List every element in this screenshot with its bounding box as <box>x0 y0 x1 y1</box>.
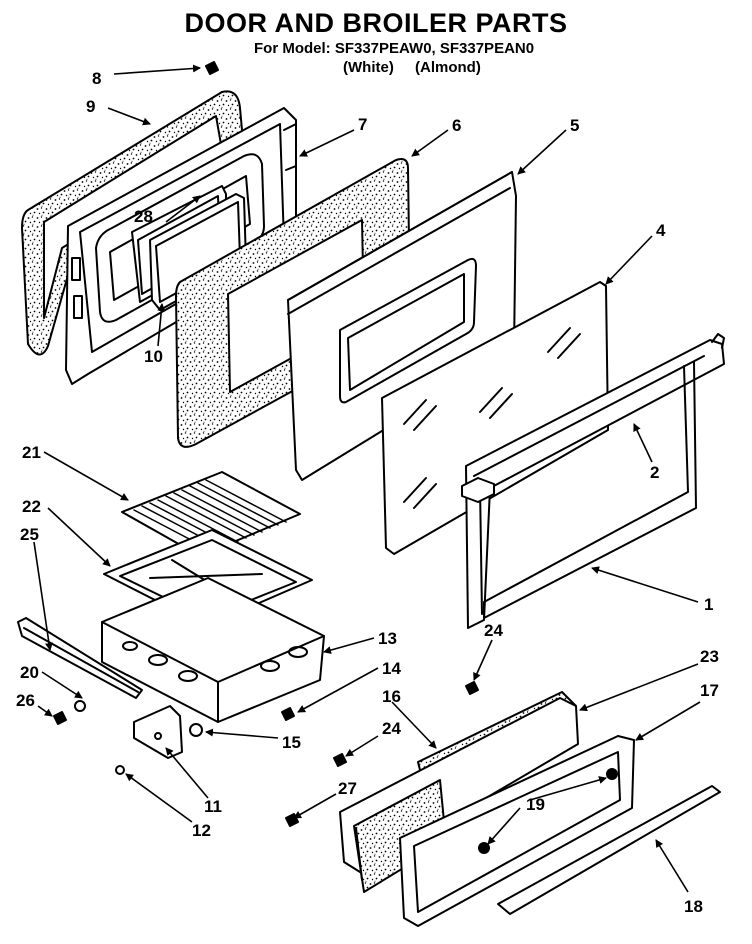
callout-18: 18 <box>684 897 703 916</box>
callout-14: 14 <box>382 659 401 678</box>
callout-9: 9 <box>86 97 95 116</box>
color-white-label: (White) <box>343 59 394 76</box>
callout-16: 16 <box>382 687 401 706</box>
model-line: For Model: SF337PEAW0, SF337PEAN0 <box>254 40 535 57</box>
callout-4: 4 <box>656 221 666 240</box>
callout-24-top: 24 <box>484 621 503 640</box>
broiler-drawer-part <box>101 577 325 723</box>
callout-26: 26 <box>16 691 35 710</box>
outer-glass-part <box>381 281 609 555</box>
callout-24-bottom: 24 <box>382 719 401 738</box>
callout-12: 12 <box>192 821 211 840</box>
callout-13: 13 <box>378 629 397 648</box>
callout-25: 25 <box>20 525 39 544</box>
callout-28: 28 <box>134 207 153 226</box>
callout-11: 11 <box>204 797 222 816</box>
broiler-grid-part <box>121 471 301 557</box>
screw-part <box>53 61 618 854</box>
drawer-handle-part <box>497 785 721 915</box>
callout-27: 27 <box>338 779 357 798</box>
callout-8: 8 <box>92 69 101 88</box>
drawer-front-panel-part <box>399 735 635 927</box>
door-frame-part <box>461 333 725 629</box>
color-almond-label: (Almond) <box>415 59 481 76</box>
callout-labels: 8 9 7 6 5 4 28 10 2 1 21 22 25 13 14 15 … <box>16 69 719 916</box>
callout-1: 1 <box>704 595 713 614</box>
callout-10: 10 <box>144 347 163 366</box>
callout-6: 6 <box>452 116 461 135</box>
leader-lines <box>33 64 701 893</box>
callout-22: 22 <box>22 497 41 516</box>
callout-17: 17 <box>700 681 719 700</box>
callout-23: 23 <box>700 647 719 666</box>
callout-7: 7 <box>358 115 367 134</box>
callout-19: 19 <box>526 795 545 814</box>
callout-21: 21 <box>22 443 41 462</box>
drawer-front-part <box>339 697 579 893</box>
callout-5: 5 <box>570 116 579 135</box>
bracket-part <box>133 705 183 759</box>
callout-15: 15 <box>282 733 301 752</box>
callout-20: 20 <box>20 663 39 682</box>
diagram-title: DOOR AND BROILER PARTS <box>184 8 568 38</box>
callout-2: 2 <box>650 463 659 482</box>
